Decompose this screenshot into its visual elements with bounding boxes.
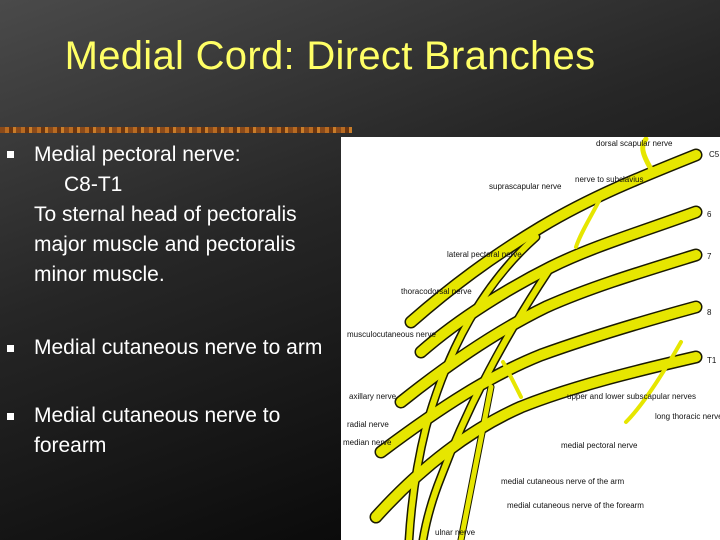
bullet-square-icon [7,413,14,420]
bullet-heading: Medial pectoral nerve: [34,143,241,166]
bullet-detail: To sternal head of pectoralis major musc… [34,203,297,286]
label-musculocutaneous: musculocutaneous nerve [347,330,436,339]
brachial-plexus-figure: dorsal scapular nerve C5 nerve to subcla… [341,137,720,540]
label-lateral-pectoral: lateral pectoral nerve [447,250,522,259]
label-thoracodorsal: thoracodorsal nerve [401,287,472,296]
label-subclavius: nerve to subclavius [575,175,643,184]
bullet-text: Medial cutaneous nerve to arm [34,336,323,359]
label-axillary: axillary nerve [349,392,397,401]
label-medial-pectoral: medial pectoral nerve [561,441,638,450]
label-t1: T1 [707,356,717,365]
label-median: median nerve [343,438,392,447]
label-mcn-forearm: medial cutaneous nerve of the forearm [507,501,644,510]
bullet-square-icon [7,151,14,158]
label-6: 6 [707,210,712,219]
label-long-thoracic: long thoracic nerve [655,412,720,421]
nerves [371,137,701,540]
bullet-square-icon [7,345,14,352]
label-suprascapular: suprascapular nerve [489,182,562,191]
label-mcn-arm: medial cutaneous nerve of the arm [501,477,625,486]
title-divider [0,127,352,133]
label-dorsal-scapular: dorsal scapular nerve [596,139,673,148]
label-subscapular: upper and lower subscapular nerves [567,392,696,401]
brachial-plexus-diagram: dorsal scapular nerve C5 nerve to subcla… [343,137,720,540]
label-8: 8 [707,308,712,317]
spinal-levels: C8-T1 [64,173,123,196]
label-c5: C5 [709,150,720,159]
slide-title: Medial Cord: Direct Branches [64,34,596,78]
label-radial: radial nerve [347,420,389,429]
bullet-text: Medial cutaneous nerve to forearm [34,404,281,457]
label-ulnar: ulnar nerve [435,528,476,537]
figure-labels: dorsal scapular nerve C5 nerve to subcla… [343,139,720,537]
label-7: 7 [707,252,712,261]
